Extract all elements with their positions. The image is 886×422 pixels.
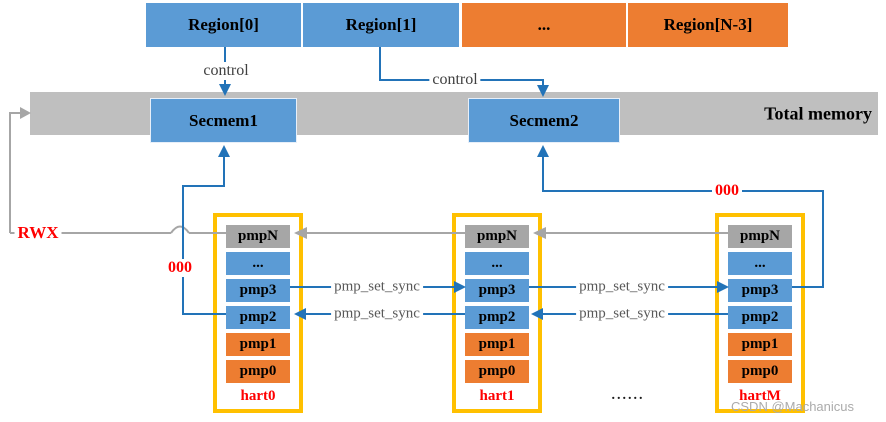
- sync-label-h1hM-pmp3: pmp_set_sync: [576, 278, 668, 296]
- control-label-1: control: [200, 62, 252, 80]
- region-ellipsis-label: ...: [537, 15, 551, 34]
- region-1-box: Region[1]: [303, 3, 459, 47]
- sync-label-h0h1-pmp3: pmp_set_sync: [331, 278, 423, 296]
- sync-label-hMh1-pmp2: pmp_set_sync: [576, 305, 668, 323]
- secmem1-label: Secmem1: [189, 110, 258, 130]
- hart1-dots-cell: ...: [465, 252, 529, 275]
- secmem1-box: Secmem1: [150, 98, 297, 143]
- hartM-box: pmpN ... pmp3 pmp2 pmp1 pmp0 hartM: [715, 213, 805, 413]
- hart0-pmp2-cell: pmp2: [226, 306, 290, 329]
- hartM-pmp2-cell: pmp2: [728, 306, 792, 329]
- hartM-name: hartM: [739, 388, 781, 404]
- region-n3-label: Region[N-3]: [663, 15, 753, 34]
- secmem2-label: Secmem2: [509, 110, 579, 130]
- hartM-dots-cell: ...: [728, 252, 792, 275]
- region-0-label: Region[0]: [188, 15, 259, 34]
- region-0-box: Region[0]: [146, 3, 301, 47]
- hart1-pmp3-cell: pmp3: [465, 279, 529, 302]
- hartM-pmp1-cell: pmp1: [728, 333, 792, 356]
- region-n3-box: Region[N-3]: [628, 3, 788, 47]
- hart-ellipsis-label: ......: [611, 388, 645, 403]
- hartM-pmp3-cell: pmp3: [728, 279, 792, 302]
- watermark-text: CSDN @Machanicus: [731, 399, 855, 414]
- secmem2-box: Secmem2: [468, 98, 620, 143]
- hart1-name: hart1: [479, 388, 515, 404]
- hart0-box: pmpN ... pmp3 pmp2 pmp1 pmp0 hart0: [213, 213, 303, 413]
- zeros-label-left: 000: [165, 259, 195, 277]
- hartM-pmpN-cell: pmpN: [728, 225, 792, 248]
- hart0-pmp1-cell: pmp1: [226, 333, 290, 356]
- hart1-box: pmpN ... pmp3 pmp2 pmp1 pmp0 hart1: [452, 213, 542, 413]
- hart1-pmp2-cell: pmp2: [465, 306, 529, 329]
- rwx-label: RWX: [14, 223, 62, 243]
- total-memory-label: Total memory: [764, 103, 872, 123]
- region-1-label: Region[1]: [345, 15, 417, 34]
- hart1-pmp1-cell: pmp1: [465, 333, 529, 356]
- control-label-2: control: [429, 71, 481, 89]
- hart1-pmpN-cell: pmpN: [465, 225, 529, 248]
- hart0-dots-cell: ...: [226, 252, 290, 275]
- hart1-pmp0-cell: pmp0: [465, 360, 529, 383]
- hart0-pmp3-cell: pmp3: [226, 279, 290, 302]
- hartM-pmp0-cell: pmp0: [728, 360, 792, 383]
- sync-label-h1h0-pmp2: pmp_set_sync: [331, 305, 423, 323]
- hart0-name: hart0: [240, 388, 276, 404]
- hart0-pmp0-cell: pmp0: [226, 360, 290, 383]
- region-ellipsis-box: ...: [462, 3, 626, 47]
- zeros-label-right: 000: [712, 182, 742, 200]
- hart0-pmpN-cell: pmpN: [226, 225, 290, 248]
